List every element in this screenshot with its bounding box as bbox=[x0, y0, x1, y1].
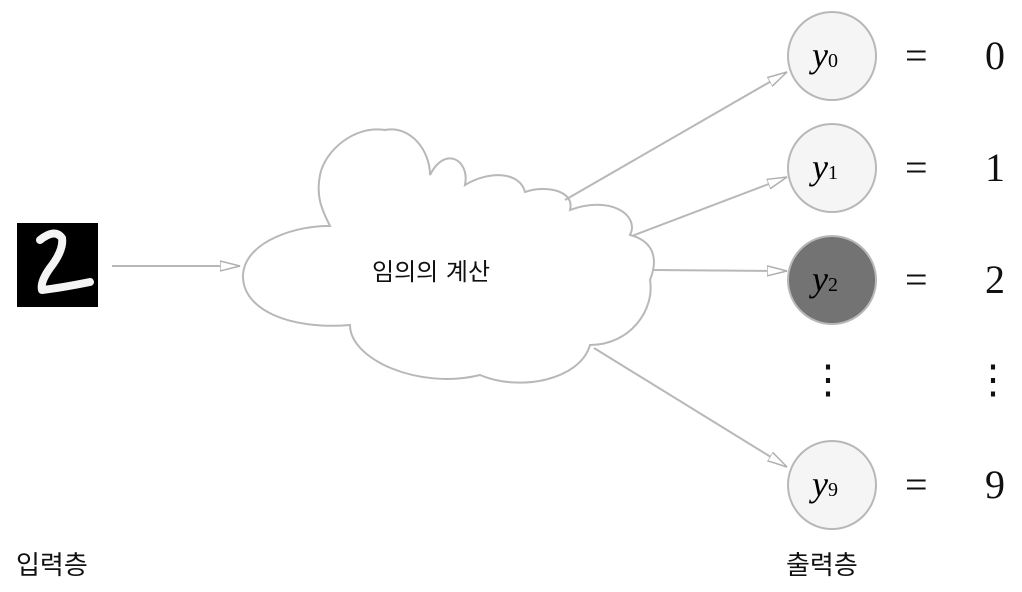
var: y bbox=[812, 35, 828, 75]
node-y0-label: y0 bbox=[812, 34, 838, 76]
node-y1 bbox=[787, 123, 877, 213]
value-9: 9 bbox=[985, 462, 1005, 507]
cloud-shape bbox=[241, 128, 655, 384]
sub: 9 bbox=[827, 479, 838, 501]
value-0: 0 bbox=[985, 33, 1005, 78]
sub: 0 bbox=[827, 50, 838, 72]
node-y2 bbox=[787, 235, 877, 325]
arrow-y0 bbox=[564, 71, 787, 201]
ellipsis-nodes: ⋮ bbox=[808, 357, 848, 402]
equals-sign: = bbox=[905, 33, 928, 78]
input-image bbox=[17, 223, 98, 307]
cloud-label: 임의의 계산 bbox=[372, 258, 491, 286]
equals-sign: = bbox=[905, 257, 928, 302]
node-y9-label: y9 bbox=[812, 463, 838, 505]
value-2: 2 bbox=[985, 257, 1005, 302]
equals-sign: = bbox=[905, 145, 928, 190]
arrow-y9 bbox=[593, 347, 787, 468]
value-1: 1 bbox=[985, 145, 1005, 190]
node-y9 bbox=[787, 440, 877, 530]
node-y0 bbox=[787, 11, 877, 101]
var: y bbox=[812, 259, 828, 299]
sub: 2 bbox=[827, 274, 838, 296]
node-y1-label: y1 bbox=[812, 146, 838, 188]
output-layer-label: 출력층 bbox=[786, 551, 858, 581]
arrow-y2 bbox=[651, 270, 787, 271]
input-layer-label: 입력층 bbox=[16, 551, 88, 581]
node-y2-label: y2 bbox=[812, 258, 838, 300]
equals-sign: = bbox=[905, 462, 928, 507]
ellipsis-values: ⋮ bbox=[973, 357, 1013, 402]
var: y bbox=[812, 147, 828, 187]
var: y bbox=[812, 464, 828, 504]
arrow-y1 bbox=[631, 176, 787, 237]
sub: 1 bbox=[827, 162, 838, 184]
